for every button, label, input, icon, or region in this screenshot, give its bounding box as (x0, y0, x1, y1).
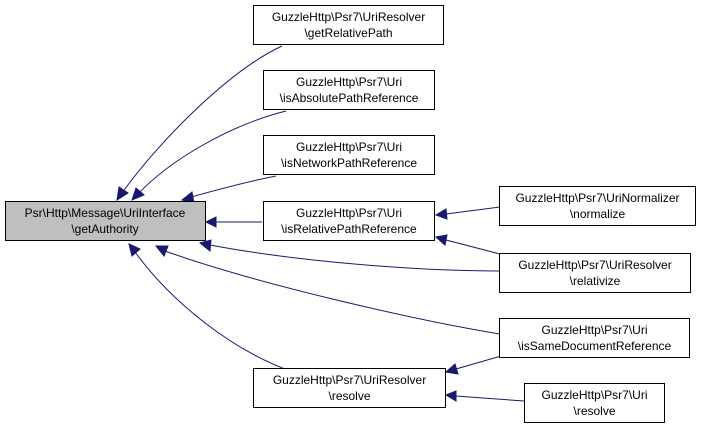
edge-arrowhead (154, 245, 169, 257)
edge-line (137, 110, 287, 195)
edge-line (164, 250, 501, 335)
node-box (524, 383, 665, 423)
node-label-line2: \normalize (570, 207, 626, 221)
node-uriresolver-getrelativepath[interactable]: GuzzleHttp\Psr7\UriResolver \getRelative… (253, 5, 444, 45)
node-box (499, 253, 691, 293)
graph-nodes: Psr\Http\Message\UriInterface \getAuthor… (5, 5, 696, 423)
edge-line (445, 239, 501, 255)
node-label-line1: GuzzleHttp\Psr7\Uri (296, 75, 402, 89)
edge-resolver-resolve-from-uri-resolve (444, 390, 525, 402)
node-label-line2: \isNetworkPathReference (281, 156, 417, 170)
node-label-line2: \getRelativePath (304, 26, 392, 40)
edge-getauthority-from-isnetworkpathreference (180, 175, 277, 204)
node-label-line1: GuzzleHttp\Psr7\Uri (541, 388, 647, 402)
node-uriresolver-relativize[interactable]: GuzzleHttp\Psr7\UriResolver \relativize (499, 253, 691, 293)
node-label-line1: GuzzleHttp\Psr7\Uri (296, 206, 402, 220)
node-box (263, 201, 435, 241)
node-label-line2: \getAuthority (71, 222, 138, 236)
node-label-line2: \relativize (570, 274, 621, 288)
edge-getauthority-from-issamedocumentreference (154, 245, 501, 335)
node-label-line2: \resolve (328, 389, 370, 403)
node-label-line1: GuzzleHttp\Psr7\UriResolver (518, 258, 671, 272)
edge-getauthority-from-resolver-resolve (128, 243, 294, 373)
edge-line (121, 45, 283, 194)
node-label-line2: \isRelativePathReference (281, 222, 417, 236)
edge-getauthority-from-relativize (198, 239, 500, 272)
edge-arrowhead (434, 208, 448, 220)
node-box (499, 318, 690, 358)
edge-getauthority-from-getrelativepath (116, 45, 283, 202)
edge-line (455, 395, 525, 402)
edge-arrowhead (444, 390, 457, 402)
node-box (499, 186, 696, 226)
edge-isrelativepathreference-from-normalize (434, 206, 501, 220)
node-uriinterface-getauthority[interactable]: Psr\Http\Message\UriInterface \getAuthor… (5, 201, 206, 241)
node-urinormalizer-normalize[interactable]: GuzzleHttp\Psr7\UriNormalizer \normalize (499, 186, 696, 226)
node-box (263, 70, 435, 110)
edge-getauthority-from-isabsolutepathreference (131, 110, 287, 201)
node-box (5, 201, 206, 241)
node-box (253, 368, 446, 408)
edge-isrelativepathreference-from-relativize (434, 234, 501, 255)
node-box (253, 5, 444, 45)
edge-arrowhead (116, 186, 129, 202)
node-uri-issamedocumentreference[interactable]: GuzzleHttp\Psr7\Uri \isSameDocumentRefer… (499, 318, 690, 358)
edge-arrowhead (444, 363, 459, 375)
edge-arrowhead (198, 239, 212, 252)
edge-getauthority-from-isrelativepathreference (204, 216, 262, 228)
node-box (263, 135, 435, 175)
edge-line (134, 251, 294, 373)
edge-resolver-resolve-from-issamedocumentreference (444, 353, 509, 375)
node-label-line1: GuzzleHttp\Psr7\Uri (296, 140, 402, 154)
node-uri-resolve[interactable]: GuzzleHttp\Psr7\Uri \resolve (524, 383, 665, 423)
edge-arrowhead (128, 243, 141, 257)
node-label-line2: \isSameDocumentReference (518, 339, 672, 353)
node-label-line1: GuzzleHttp\Psr7\UriResolver (272, 10, 425, 24)
node-label-line1: GuzzleHttp\Psr7\Uri (541, 323, 647, 337)
node-uri-isrelativepathreference[interactable]: GuzzleHttp\Psr7\Uri \isRelativePathRefer… (263, 201, 435, 241)
node-label-line1: GuzzleHttp\Psr7\UriNormalizer (515, 191, 679, 205)
node-label-line2: \isAbsolutePathReference (280, 91, 419, 105)
edge-arrowhead (131, 187, 145, 201)
node-uri-isabsolutepathreference[interactable]: GuzzleHttp\Psr7\Uri \isAbsolutePathRefer… (263, 70, 435, 110)
node-label-line1: GuzzleHttp\Psr7\UriResolver (273, 373, 426, 387)
edge-arrowhead (434, 234, 448, 246)
edge-line (445, 206, 501, 215)
graph-edges (116, 45, 525, 402)
node-uriresolver-resolve[interactable]: GuzzleHttp\Psr7\UriResolver \resolve (253, 368, 446, 408)
node-uri-isnetworkpathreference[interactable]: GuzzleHttp\Psr7\Uri \isNetworkPathRefere… (263, 135, 435, 175)
edge-line (209, 244, 500, 272)
edge-arrowhead (204, 216, 217, 228)
node-label-line2: \resolve (573, 404, 615, 418)
node-label-line1: Psr\Http\Message\UriInterface (25, 206, 186, 220)
edge-line (190, 175, 277, 198)
